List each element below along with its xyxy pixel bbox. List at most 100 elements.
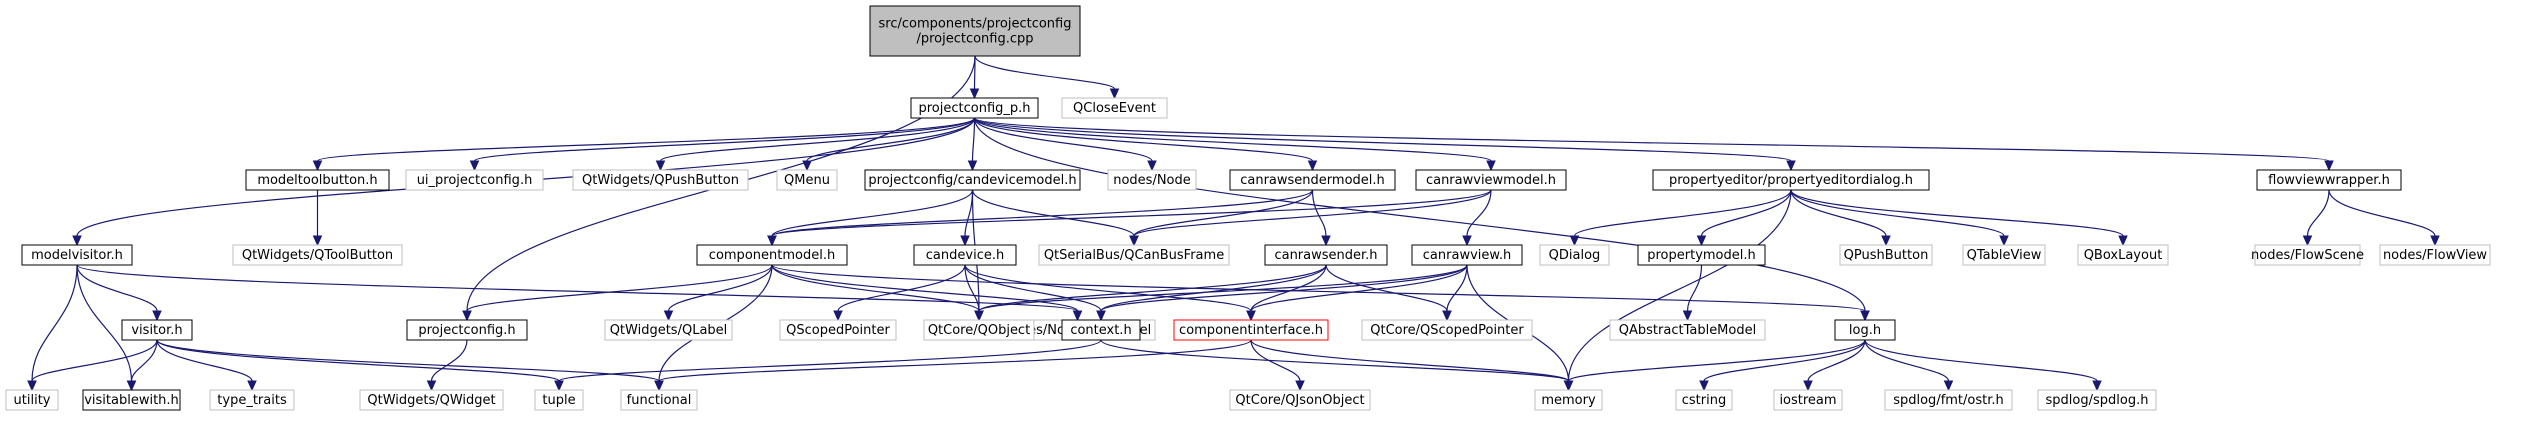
edge-arrowhead [654, 380, 664, 392]
node-label: QAbstractTableModel [1619, 323, 1756, 338]
node-cstring: cstring [1675, 389, 1733, 411]
node-ctx[interactable]: context.h [1061, 319, 1141, 341]
node-fvw[interactable]: flowviewwrapper.h [2256, 169, 2402, 191]
edge-arrowhead [802, 160, 812, 172]
edge-mv-to-visitor [76, 264, 158, 312]
node-box [2379, 244, 2491, 266]
node-vw[interactable]: visitablewith.h [82, 389, 181, 411]
edge-arrowhead [655, 160, 666, 172]
node-cdm[interactable]: projectconfig/candevicemodel.h [864, 169, 1081, 191]
node-box [1229, 169, 1396, 191]
edge-fvw-to-fscene [2306, 189, 2330, 237]
node-label: nodes/FlowView [2383, 248, 2487, 263]
node-box [869, 5, 1081, 57]
edge-pcp-to-mtb [316, 117, 976, 162]
node-mtb[interactable]: modeltoolbutton.h [245, 169, 390, 191]
edge-visitor-to-tuple [156, 339, 560, 382]
node-box [696, 244, 848, 266]
node-box [2077, 244, 2169, 266]
node-qpush_w: QtWidgets/QPushButton [572, 169, 749, 191]
edge-crsm-to-qcanbus [1133, 189, 1314, 237]
edge-log-to-spdlog [1864, 339, 2098, 382]
node-log[interactable]: log.h [1834, 319, 1896, 341]
edge-arrowhead [312, 160, 323, 172]
edge-arrowhead [1129, 235, 1139, 247]
edge-arrowhead [2430, 235, 2440, 247]
node-crv[interactable]: canrawview.h [1411, 244, 1523, 266]
node-qclose: QCloseEvent [1061, 97, 1168, 119]
node-visitor[interactable]: visitor.h [121, 319, 193, 341]
node-nnode: nodes/Node [1107, 169, 1197, 191]
node-box [779, 319, 897, 341]
node-label: visitor.h [131, 323, 182, 338]
edge-cdm-to-cm [771, 189, 974, 237]
node-label: functional [627, 393, 692, 408]
node-qtable: QTableView [1962, 244, 2046, 266]
edge-crv-to-qobj [978, 264, 1468, 312]
edge-crvm-to-crv [1466, 189, 1492, 237]
node-uipc: ui_projectconfig.h [405, 169, 544, 191]
edge-pcp-to-ped [973, 117, 1792, 162]
node-crs[interactable]: canrawsender.h [1264, 244, 1388, 266]
edge-arrowhead [152, 310, 162, 322]
node-box [1229, 389, 1371, 411]
edge-ped-to-qpush [1790, 189, 1887, 237]
edge-arrowhead [1307, 160, 1318, 172]
node-tt: type_traits [209, 389, 295, 411]
node-label: canrawsendermodel.h [1240, 173, 1385, 188]
edge-arrowhead [126, 380, 137, 392]
edge-arrowhead [2118, 235, 2128, 247]
edge-crv-to-ctx [1100, 264, 1468, 312]
node-box [2256, 169, 2402, 191]
node-box [245, 169, 390, 191]
node-label: flowviewwrapper.h [2268, 173, 2390, 188]
node-crvm[interactable]: canrawviewmodel.h [1415, 169, 1567, 191]
edge-pcp-to-fvw [973, 117, 2330, 162]
node-label: componentinterface.h [1179, 323, 1323, 338]
node-label: /projectconfig.cpp [916, 32, 1033, 47]
node-mv[interactable]: modelvisitor.h [21, 244, 133, 266]
node-box [1609, 319, 1766, 341]
node-label: QtWidgets/QWidget [367, 393, 495, 408]
node-pcp[interactable]: projectconfig_p.h [910, 97, 1039, 119]
edge-arrowhead [1696, 235, 1707, 247]
edge-arrowhead [27, 380, 37, 392]
node-label: spdlog/fmt/ostr.h [1893, 393, 2004, 408]
edge-pcp-to-crvm [973, 117, 1492, 162]
node-label: canrawview.h [1423, 248, 1511, 263]
node-label: modeltoolbutton.h [257, 173, 377, 188]
node-pm[interactable]: propertymodel.h [1637, 244, 1766, 266]
node-box [1415, 169, 1567, 191]
edge-arrowhead [1246, 310, 1256, 322]
node-label: spdlog/spdlog.h [2046, 393, 2149, 408]
node-ci[interactable]: componentinterface.h [1173, 319, 1329, 341]
node-label: src/components/projectconfig [879, 17, 1072, 32]
node-label: utility [14, 393, 51, 408]
node-cm[interactable]: componentmodel.h [696, 244, 848, 266]
edge-ci-to-qjson [1250, 339, 1301, 382]
node-ped[interactable]: propertyeditor/propertyeditordialog.h [1652, 169, 1930, 191]
node-root[interactable]: src/components/projectconfig/projectconf… [869, 5, 1081, 57]
node-cd[interactable]: candevice.h [913, 244, 1017, 266]
edge-arrowhead [1943, 380, 1954, 392]
node-label: componentmodel.h [709, 248, 835, 263]
node-box [1675, 389, 1733, 411]
node-label: canrawsender.h [1274, 248, 1377, 263]
node-box [1773, 389, 1843, 411]
edge-arrowhead [767, 235, 777, 247]
edge-arrowhead [1999, 235, 2009, 247]
edge-arrowhead [1682, 310, 1693, 322]
node-label: modelvisitor.h [31, 248, 123, 263]
node-label: context.h [1070, 323, 1131, 338]
node-box [406, 319, 528, 341]
node-label: log.h [1849, 323, 1881, 338]
node-label: QDialog [1549, 248, 1601, 263]
node-fview: nodes/FlowView [2379, 244, 2491, 266]
node-box [1264, 244, 1388, 266]
edge-pcp-to-cdm [971, 117, 976, 162]
edge-pcp-to-crsm [973, 117, 1314, 162]
node-crsm[interactable]: canrawsendermodel.h [1229, 169, 1396, 191]
node-label: ui_projectconfig.h [417, 173, 533, 188]
node-pch[interactable]: projectconfig.h [406, 319, 528, 341]
node-spdlog: spdlog/spdlog.h [2037, 389, 2157, 411]
